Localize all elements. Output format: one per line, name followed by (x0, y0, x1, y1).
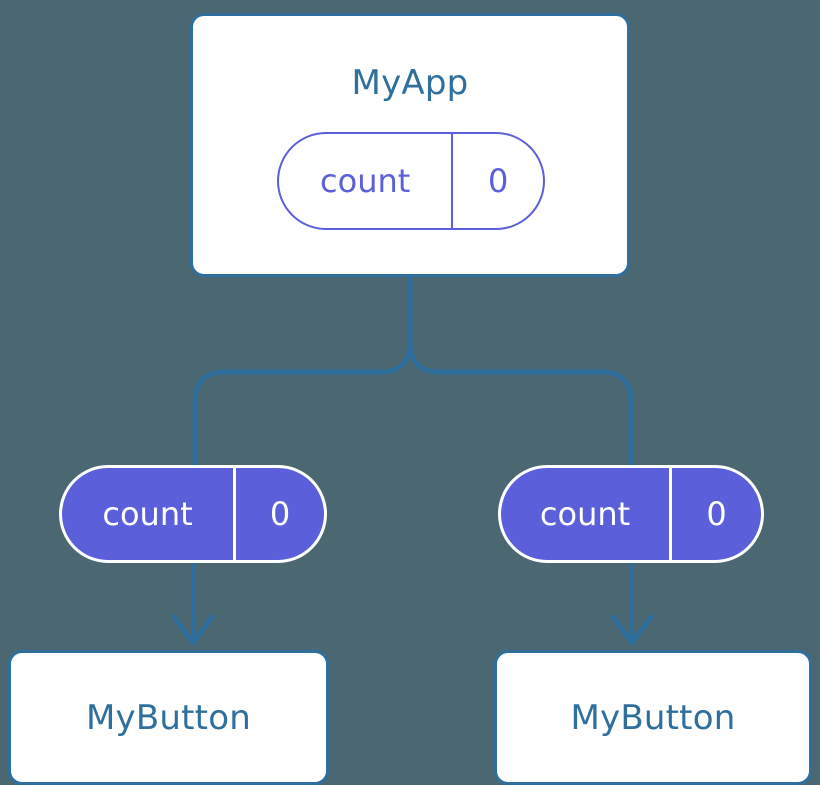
arrow-head-left-icon (171, 614, 215, 646)
component-name-mybutton-left: MyButton (86, 697, 251, 738)
connector-branch-left (192, 341, 413, 468)
component-name-myapp: MyApp (351, 63, 469, 103)
prop-pill-left-key: count (102, 495, 193, 533)
prop-pill-right[interactable]: count 0 (498, 465, 764, 563)
state-pill-root[interactable]: count 0 (277, 132, 545, 230)
state-pill-root-value: 0 (451, 134, 543, 228)
prop-pill-right-key: count (539, 495, 631, 533)
arrow-head-right-icon (610, 614, 654, 646)
component-box-mybutton-right[interactable]: MyButton (494, 650, 812, 785)
connector-branch-right (407, 341, 634, 468)
prop-pill-right-value: 0 (669, 468, 761, 560)
component-name-mybutton-right: MyButton (570, 697, 736, 738)
state-pill-root-key: count (320, 162, 411, 200)
component-box-mybutton-left[interactable]: MyButton (8, 650, 329, 785)
prop-pill-left-value: 0 (233, 468, 324, 560)
prop-pill-left[interactable]: count 0 (59, 465, 327, 563)
